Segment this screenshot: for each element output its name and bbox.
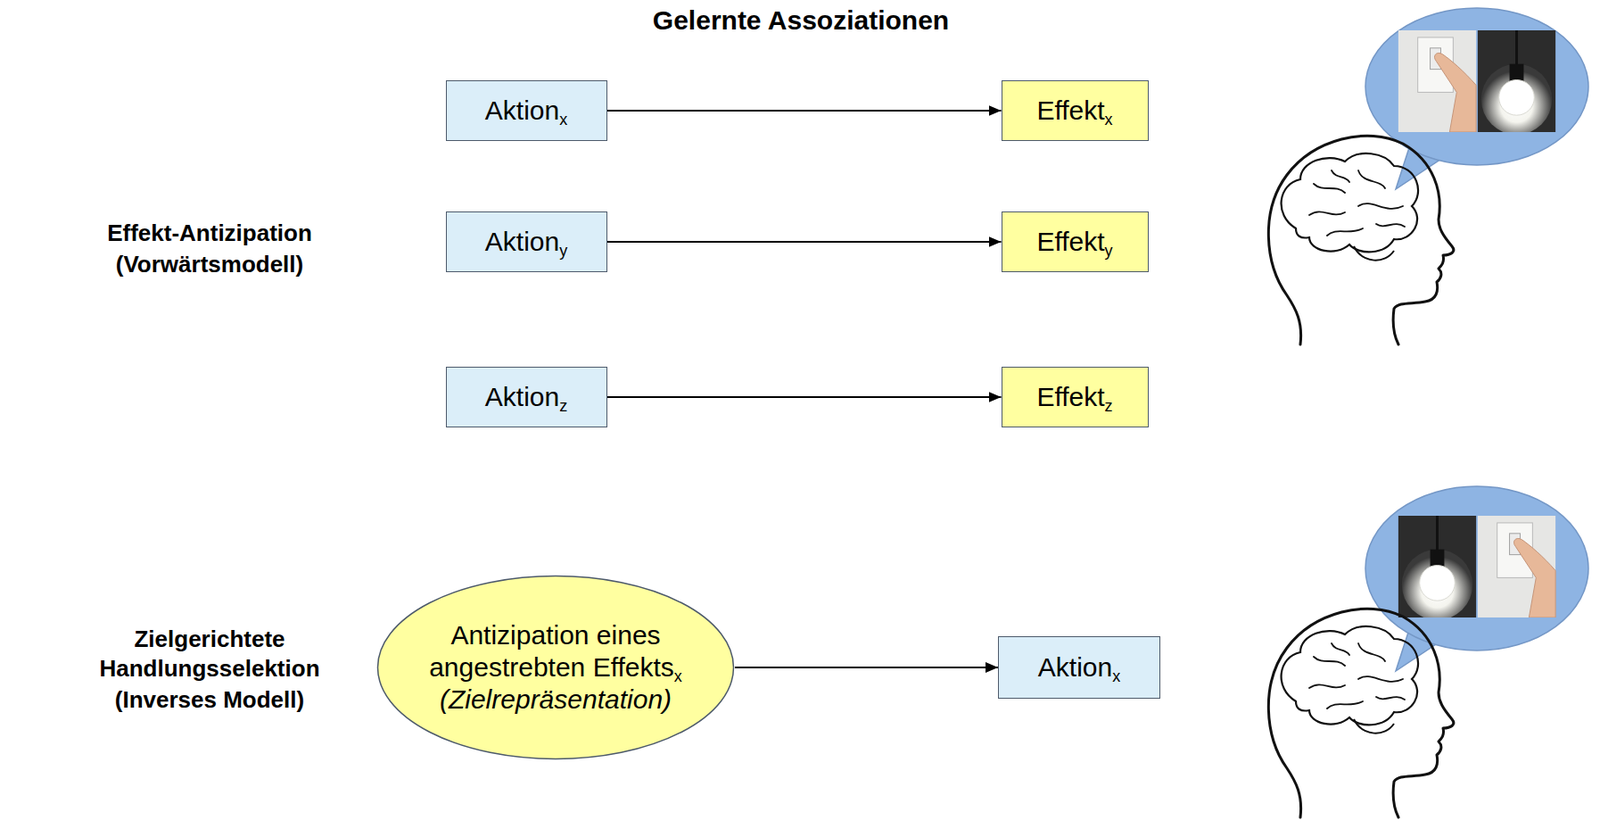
subscript: x	[1105, 110, 1114, 129]
node-label: Aktion	[485, 226, 560, 256]
node-text: Antizipation eines angestrebten Effektsx…	[408, 618, 703, 716]
action-box: Aktiony	[445, 211, 608, 273]
head-inverse	[1268, 486, 1589, 817]
subscript: z	[559, 396, 568, 415]
node-label: Effekt	[1036, 381, 1105, 412]
node-label: Effekt	[1036, 95, 1105, 125]
goal-note: (Zielrepräsentation)	[408, 683, 703, 716]
row-label: Effekt-Antizipation	[66, 218, 353, 248]
row-label: (Inverses Modell)	[66, 684, 353, 715]
subscript: y	[559, 241, 568, 260]
subscript: y	[1105, 241, 1114, 260]
row-label: Zielgerichtete Handlungsselektion	[66, 624, 353, 684]
effect-box: Effektz	[1001, 366, 1149, 428]
node-label: Aktion	[485, 381, 560, 412]
association-arrow	[734, 666, 998, 669]
association-arrow	[607, 109, 1002, 112]
node-text: Effektz	[1036, 380, 1113, 413]
node-text: Aktiony	[485, 225, 568, 258]
subscript: z	[1105, 396, 1114, 415]
node-label: Effekt	[1036, 226, 1105, 256]
node-text: Aktionx	[485, 94, 568, 127]
node-label: Antizipation eines angestrebten Effekts	[428, 619, 675, 682]
head-forward	[1268, 8, 1589, 345]
node-label: Aktion	[485, 95, 560, 125]
goal-ellipse: Antizipation eines angestrebten Effektsx…	[376, 574, 735, 760]
diagram-title: Gelernte Assoziationen	[652, 5, 949, 36]
action-box: Aktionx	[997, 635, 1161, 699]
association-arrow	[607, 240, 1002, 243]
node-text: Effekty	[1036, 225, 1113, 258]
node-label: Aktion	[1038, 651, 1113, 682]
effect-box: Effektx	[1001, 80, 1149, 141]
subscript: x	[674, 667, 683, 685]
subscript: x	[559, 110, 568, 129]
node-text: Effektx	[1036, 94, 1113, 127]
row-label: (Vorwärtsmodell)	[66, 249, 353, 280]
association-arrow	[607, 395, 1002, 398]
action-box: Aktionz	[445, 366, 608, 428]
effect-box: Effekty	[1001, 211, 1149, 273]
node-text: Aktionz	[485, 380, 568, 413]
node-text: Aktionx	[1038, 651, 1121, 684]
action-box: Aktionx	[445, 80, 608, 141]
subscript: x	[1112, 667, 1121, 685]
